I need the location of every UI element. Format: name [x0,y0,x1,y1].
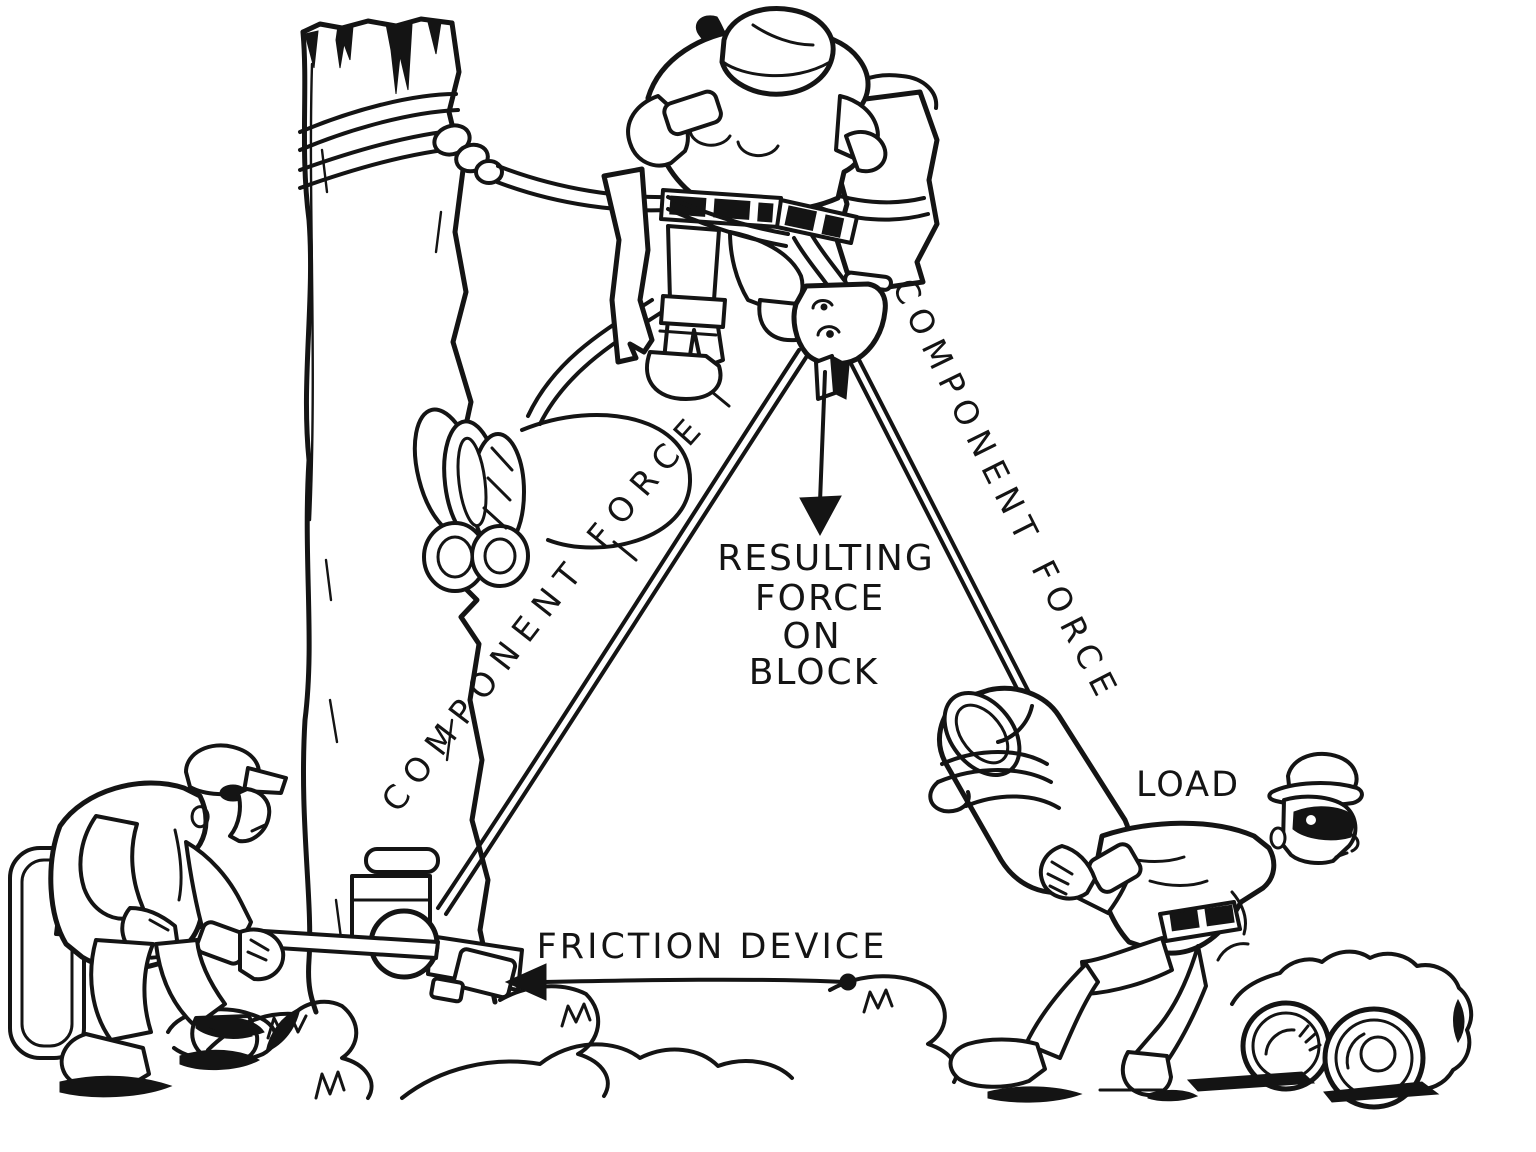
resulting-force-arrow [799,354,850,537]
right-rope-leg [843,346,1040,716]
friction-device-arrow [504,963,857,1001]
load-log [928,685,1133,895]
friction-device-label: FRICTION DEVICE [537,927,888,967]
left-rope-leg [436,348,809,916]
resulting-force-line4: BLOCK [749,652,880,693]
pulley-block [791,281,888,367]
worker-friction-operator [8,743,288,1098]
hanging-rope-coil [412,298,693,593]
resulting-force-line3: ON [782,616,841,657]
resulting-force-line1: RESULTING [717,538,935,579]
cut-logs [1186,942,1474,1110]
spar-strip [601,166,655,365]
component-force-right-label: COMPONENT FORCE [885,272,1129,709]
resulting-force-label: RESULTING FORCE ON BLOCK [717,538,935,693]
load-label: LOAD [1136,765,1240,805]
ground-rocks-grass [206,974,959,1100]
resulting-force-line2: FORCE [755,578,885,619]
worker-load-carrier [948,751,1364,1103]
trunk-rope-wrap [298,92,672,213]
